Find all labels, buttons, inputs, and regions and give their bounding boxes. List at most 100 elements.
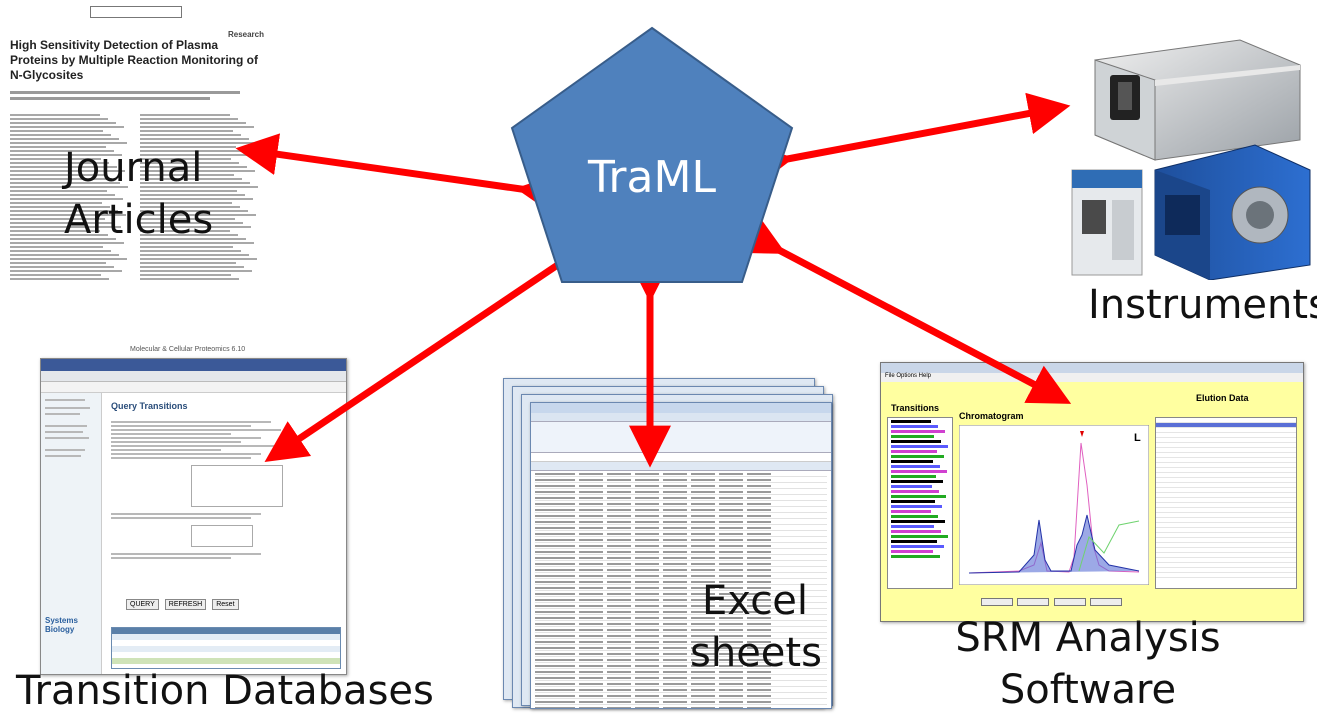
srm-analysis-software-label: SRM Analysis Software xyxy=(955,615,1221,713)
srm-elution-title: Elution Data xyxy=(1196,393,1249,403)
transition-row[interactable] xyxy=(891,475,936,478)
text-line xyxy=(10,166,117,168)
text-line xyxy=(140,170,255,172)
srm-elution-table xyxy=(1155,417,1297,589)
elution-row[interactable] xyxy=(1156,538,1296,543)
text-line xyxy=(140,178,242,180)
transition-row[interactable] xyxy=(891,555,940,558)
spreadsheet-row xyxy=(535,639,827,645)
text-line xyxy=(140,118,238,120)
text-line xyxy=(140,214,256,216)
transition-row[interactable] xyxy=(891,520,945,523)
transition-row[interactable] xyxy=(891,530,941,533)
elution-row[interactable] xyxy=(1156,448,1296,453)
transition-row[interactable] xyxy=(891,540,937,543)
refresh-button[interactable]: REFRESH xyxy=(164,599,207,610)
elution-row[interactable] xyxy=(1156,548,1296,553)
transition-row[interactable] xyxy=(891,425,938,428)
text-line xyxy=(10,238,116,240)
transition-row[interactable] xyxy=(891,440,941,443)
transition-row[interactable] xyxy=(891,460,933,463)
spreadsheet-row xyxy=(535,681,827,687)
elution-row[interactable] xyxy=(1156,483,1296,488)
text-line xyxy=(10,174,104,176)
text-line xyxy=(10,266,114,268)
spreadsheet-row xyxy=(535,543,827,549)
transition-row[interactable] xyxy=(891,445,948,448)
elution-row[interactable] xyxy=(1156,463,1296,468)
transition-row[interactable] xyxy=(891,455,944,458)
text-line xyxy=(140,146,236,148)
elution-row[interactable] xyxy=(1156,573,1296,578)
transition-row[interactable] xyxy=(891,510,931,513)
transition-row[interactable] xyxy=(891,420,931,423)
elution-row[interactable] xyxy=(1156,423,1296,428)
transition-row[interactable] xyxy=(891,515,938,518)
spreadsheet-row xyxy=(535,693,827,699)
elution-row[interactable] xyxy=(1156,418,1296,423)
text-line xyxy=(10,214,126,216)
elution-row[interactable] xyxy=(1156,558,1296,563)
transition-row[interactable] xyxy=(891,550,933,553)
transition-row[interactable] xyxy=(891,545,944,548)
spreadsheet-row xyxy=(535,591,827,597)
transition-row[interactable] xyxy=(891,470,947,473)
text-line xyxy=(10,250,111,252)
query-button[interactable]: QUERY xyxy=(126,599,159,610)
transition-row[interactable] xyxy=(891,500,935,503)
spreadsheet-row xyxy=(535,549,827,555)
text-line xyxy=(10,218,105,220)
transition-row[interactable] xyxy=(891,535,948,538)
elution-row[interactable] xyxy=(1156,533,1296,538)
excel-sheets-label: Excel sheets xyxy=(690,578,822,676)
spreadsheet-row xyxy=(535,651,827,657)
text-line xyxy=(140,222,243,224)
transition-row[interactable] xyxy=(891,485,932,488)
elution-row[interactable] xyxy=(1156,563,1296,568)
transition-row[interactable] xyxy=(891,450,937,453)
transition-row[interactable] xyxy=(891,490,939,493)
transition-row[interactable] xyxy=(891,465,940,468)
elution-row[interactable] xyxy=(1156,518,1296,523)
elution-row[interactable] xyxy=(1156,553,1296,558)
elution-row[interactable] xyxy=(1156,513,1296,518)
transition-databases-label: Transition Databases xyxy=(16,668,434,714)
elution-row[interactable] xyxy=(1156,543,1296,548)
text-line xyxy=(140,234,238,236)
transition-row[interactable] xyxy=(891,495,946,498)
text-line xyxy=(140,150,244,152)
elution-row[interactable] xyxy=(1156,468,1296,473)
spreadsheet-row xyxy=(535,585,827,591)
elution-row[interactable] xyxy=(1156,523,1296,528)
elution-row[interactable] xyxy=(1156,488,1296,493)
elution-row[interactable] xyxy=(1156,453,1296,458)
elution-row[interactable] xyxy=(1156,458,1296,463)
transition-row[interactable] xyxy=(891,430,945,433)
spreadsheet-row xyxy=(535,645,827,651)
elution-row[interactable] xyxy=(1156,443,1296,448)
elution-row[interactable] xyxy=(1156,528,1296,533)
elution-row[interactable] xyxy=(1156,433,1296,438)
transition-row[interactable] xyxy=(891,435,934,438)
text-line xyxy=(10,242,124,244)
text-line xyxy=(140,114,230,116)
transition-row[interactable] xyxy=(891,505,942,508)
elution-row[interactable] xyxy=(1156,508,1296,513)
text-line xyxy=(10,182,120,184)
text-line xyxy=(140,142,257,144)
elution-row[interactable] xyxy=(1156,428,1296,433)
elution-row[interactable] xyxy=(1156,473,1296,478)
elution-row[interactable] xyxy=(1156,438,1296,443)
transition-row[interactable] xyxy=(891,525,934,528)
elution-row[interactable] xyxy=(1156,493,1296,498)
elution-row[interactable] xyxy=(1156,503,1296,508)
elution-row[interactable] xyxy=(1156,498,1296,503)
text-line xyxy=(10,118,108,120)
spreadsheet-row xyxy=(535,519,827,525)
spreadsheet-row xyxy=(535,633,827,639)
text-line xyxy=(140,266,244,268)
reset-button[interactable]: Reset xyxy=(212,599,239,610)
transition-row[interactable] xyxy=(891,480,943,483)
elution-row[interactable] xyxy=(1156,568,1296,573)
elution-row[interactable] xyxy=(1156,478,1296,483)
